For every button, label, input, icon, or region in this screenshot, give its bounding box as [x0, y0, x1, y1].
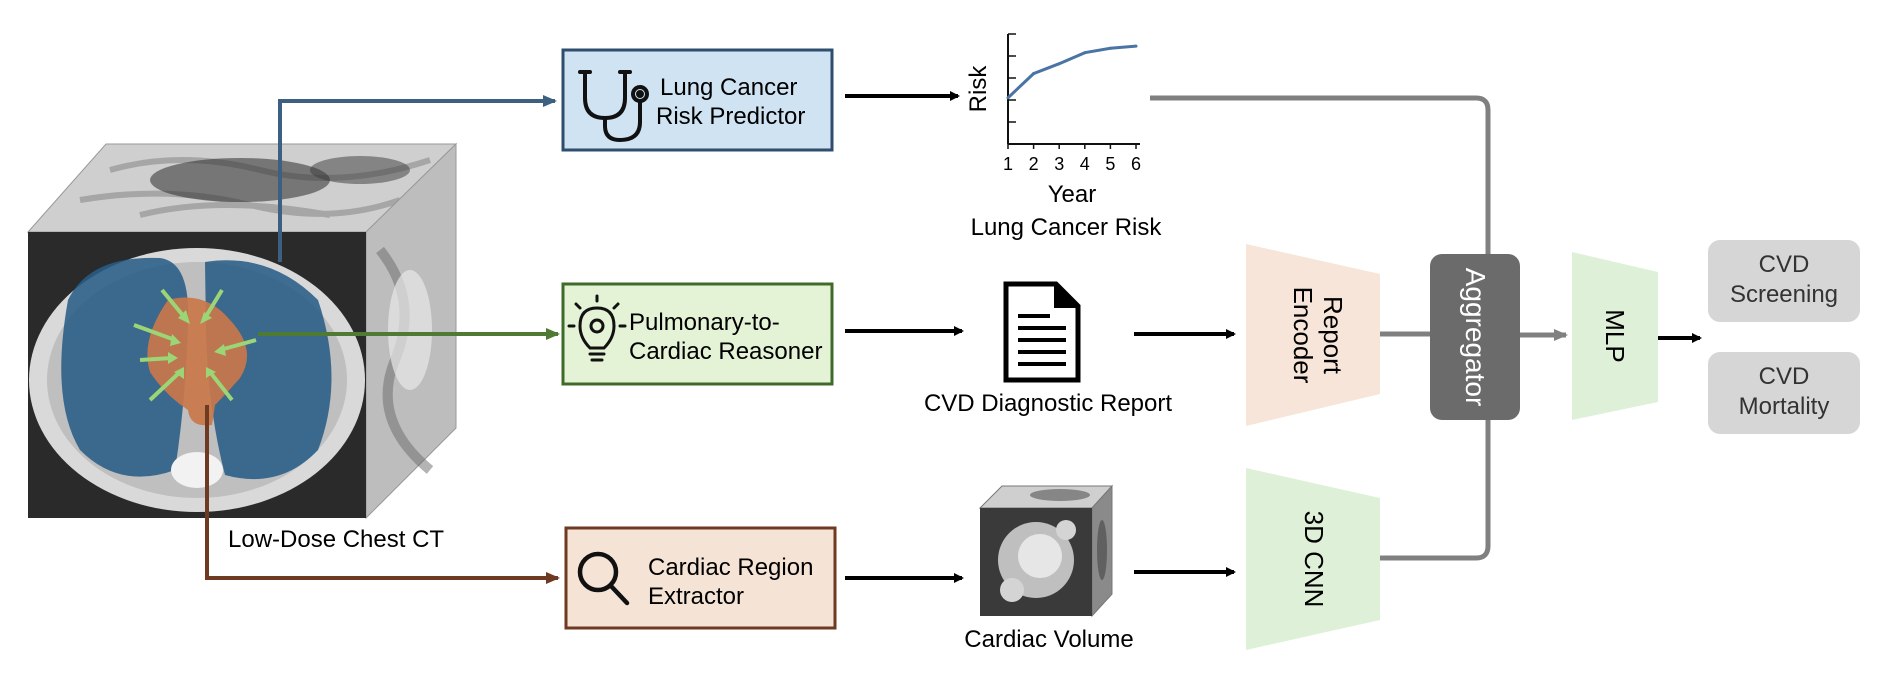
blue-path-arrow: [278, 95, 557, 262]
cvd-screening-line1: CVD: [1759, 251, 1810, 278]
risk-chart-points: [1006, 44, 1138, 100]
ct-heart-region: [147, 297, 248, 426]
pulmonary-to-cardiac-reasoner-box: Pulmonary-to- Cardiac Reasoner: [561, 282, 834, 386]
volume-caption: Cardiac Volume: [964, 626, 1133, 653]
report-encoder-line2: Encoder: [1288, 287, 1318, 384]
reasoner-box-line1: Pulmonary-to-: [629, 309, 780, 336]
risk-chart-point: [1108, 46, 1112, 50]
gray-line-from-risk: [1150, 95, 1491, 254]
mlp-block: MLP: [1572, 252, 1658, 420]
risk-caption: Lung Cancer Risk: [971, 214, 1163, 241]
risk-chart-x-tick-label: 4: [1080, 154, 1090, 174]
risk-chart-x-tick-label: 3: [1054, 154, 1064, 174]
risk-chart-ylabel: Risk: [965, 65, 992, 113]
cvd-mortality-line2: Mortality: [1739, 393, 1830, 420]
risk-chart-x-tick-label: 2: [1029, 154, 1039, 174]
report-encoder: Report Encoder: [1246, 244, 1380, 426]
brown-path-arrow: [205, 405, 560, 584]
risk-chart-x-tick-label: 6: [1131, 154, 1141, 174]
risk-chart-x-tick-label: 5: [1105, 154, 1115, 174]
cardiac-region-extractor-box: Cardiac Region Extractor: [564, 526, 837, 630]
lung-cancer-box-line1: Lung Cancer: [660, 74, 797, 101]
risk-chart-point: [1134, 44, 1138, 48]
ct-cube: [26, 142, 458, 520]
cvd-screening-task: CVD Screening: [1708, 240, 1860, 322]
extractor-box-line2: Extractor: [648, 583, 744, 610]
document-icon: [1003, 281, 1081, 383]
risk-chart-line: [1006, 44, 1137, 99]
risk-chart-point: [1057, 62, 1061, 66]
risk-chart-point: [1006, 96, 1010, 100]
report-caption: CVD Diagnostic Report: [924, 390, 1172, 417]
reasoner-box-line2: Cardiac Reasoner: [629, 338, 822, 365]
risk-chart-y-ticks: [1008, 33, 1016, 123]
cardiac-volume-cube: [978, 484, 1114, 618]
cvd-mortality-line1: CVD: [1759, 363, 1810, 390]
cvd-screening-line2: Screening: [1730, 281, 1838, 308]
lung-cancer-risk-predictor-box: Lung Cancer Risk Predictor: [561, 48, 834, 152]
aggregator-block: Aggregator: [1430, 254, 1520, 420]
report-encoder-line1: Report: [1318, 296, 1348, 375]
ct-attention-arrows: [133, 288, 257, 402]
risk-chart-point: [1083, 51, 1087, 55]
3d-cnn-label: 3D CNN: [1299, 511, 1329, 608]
ct-label: Low-Dose Chest CT: [228, 526, 444, 553]
lightbulb-gear-icon: [567, 294, 627, 362]
mlp-label: MLP: [1600, 309, 1630, 362]
extractor-box-line1: Cardiac Region: [648, 554, 813, 581]
cvd-mortality-task: CVD Mortality: [1708, 352, 1860, 434]
risk-chart-point: [1032, 72, 1036, 76]
risk-chart-xlabel: Year: [1048, 181, 1097, 208]
lung-cancer-box-line2: Risk Predictor: [656, 103, 805, 130]
3d-cnn-encoder: 3D CNN: [1246, 468, 1380, 650]
ct-right-lung: [205, 260, 332, 480]
gray-line-from-cnn: [1380, 420, 1491, 561]
risk-chart-x-tick-label: 1: [1003, 154, 1013, 174]
stethoscope-icon: [578, 70, 649, 143]
aggregator-label: Aggregator: [1460, 268, 1491, 407]
ct-left-lung: [61, 257, 189, 477]
magnifier-icon: [577, 551, 630, 606]
